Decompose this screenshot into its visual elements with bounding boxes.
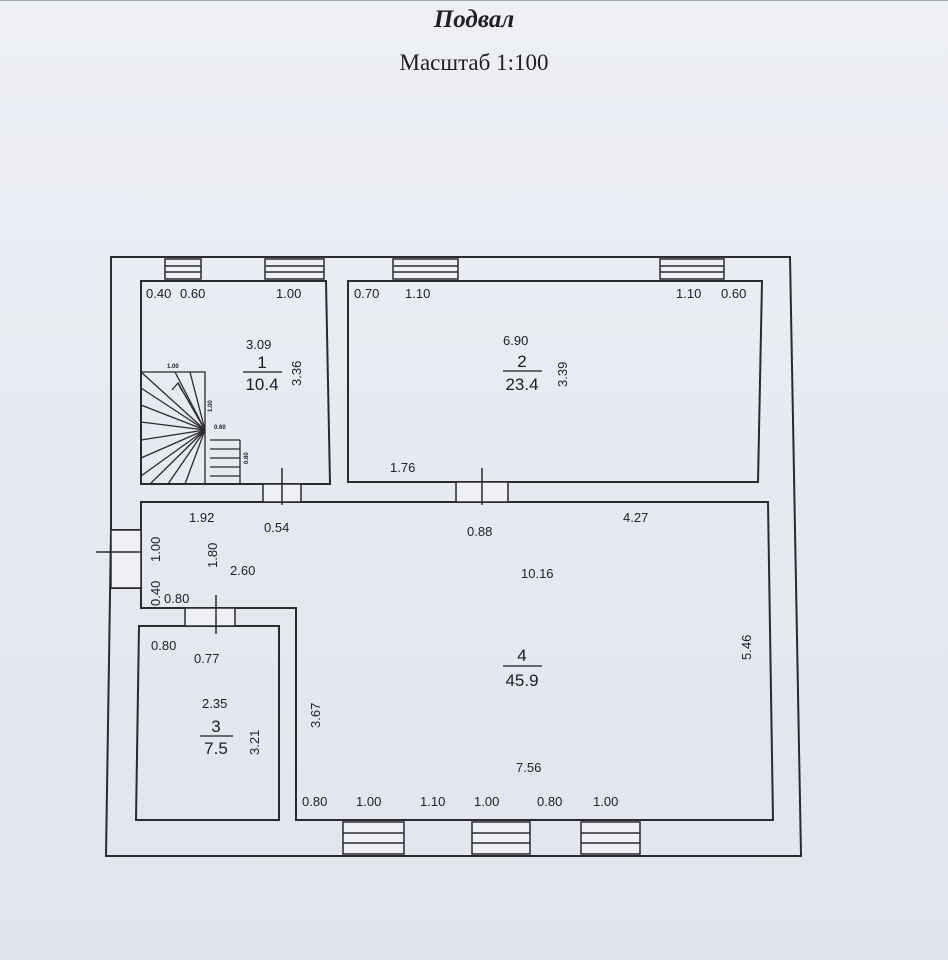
room-2-area: 23.4 — [505, 375, 538, 394]
room-2-depth: 3.39 — [555, 362, 570, 387]
room-2-width: 6.90 — [503, 333, 528, 348]
dim-r3-door: 0.77 — [194, 651, 219, 666]
room-4-number: 4 — [517, 646, 526, 665]
dim-side-wall-h: 0.80 — [164, 591, 189, 606]
plan-title: Подвал — [433, 6, 515, 33]
window-bottom-1 — [342, 821, 405, 855]
dim-side-door: 1.00 — [148, 537, 163, 562]
window-bottom-3 — [580, 821, 641, 855]
dim-hall-top: 1.92 — [189, 510, 214, 525]
dim-r2-left-wall: 0.70 — [354, 286, 379, 301]
window-top-1 — [164, 258, 202, 280]
dim-door-2: 0.88 — [467, 524, 492, 539]
outer-wall — [104, 256, 803, 857]
room-1-outline — [140, 280, 332, 485]
room-2-outline — [347, 280, 764, 483]
dim-door-1: 0.54 — [264, 520, 289, 535]
room-3-number: 3 — [211, 717, 220, 736]
dim-r4-top-right: 4.27 — [623, 510, 648, 525]
door-room-3 — [184, 595, 236, 634]
window-bottom-2 — [471, 821, 531, 855]
room-4-outline — [140, 501, 775, 821]
door-room-1 — [262, 468, 302, 505]
dim-r2-right-window: 1.10 — [676, 286, 701, 301]
stair-dim-c: 0.60 — [214, 425, 226, 431]
door-side — [96, 529, 142, 589]
dim-hall-depth: 1.80 — [205, 543, 220, 568]
room-3-area: 7.5 — [204, 739, 228, 758]
dim-r2-bottom: 1.76 — [390, 460, 415, 475]
room-4-width: 10.16 — [521, 566, 554, 581]
room-3-width: 2.35 — [202, 696, 227, 711]
dim-bottom-5: 0.80 — [537, 794, 562, 809]
dim-bottom-1: 0.80 — [302, 794, 327, 809]
dim-r3-left: 0.80 — [151, 638, 176, 653]
room-2-label: 2 23.4 — [503, 352, 542, 394]
dim-side-wall: 0.40 — [148, 581, 163, 606]
room-1-area: 10.4 — [245, 375, 278, 394]
room-1-number: 1 — [257, 353, 266, 372]
dim-r4-inner-depth: 3.67 — [308, 703, 323, 728]
room-1-width: 3.09 — [246, 337, 271, 352]
dim-r1-left-wall: 0.40 — [146, 286, 171, 301]
stair-dim-b: 1.00 — [208, 400, 214, 412]
dim-bottom-4: 1.00 — [474, 794, 499, 809]
dim-bottom-6: 1.00 — [593, 794, 618, 809]
dim-r1-top-window: 1.00 — [276, 286, 301, 301]
room-4-area: 45.9 — [505, 671, 538, 690]
window-top-4 — [659, 258, 725, 280]
room-4-depth: 5.46 — [739, 635, 754, 660]
room-1-label: 1 10.4 — [243, 353, 282, 394]
plan-scale: Масштаб 1:100 — [399, 50, 549, 75]
dim-hall-width: 2.60 — [230, 563, 255, 578]
stair-icon — [140, 371, 241, 485]
dim-r2-right-wall: 0.60 — [721, 286, 746, 301]
dim-r2-left-window: 1.10 — [405, 286, 430, 301]
stair-dim-a: 1.00 — [167, 364, 179, 370]
window-top-3 — [392, 258, 459, 280]
room-4-label: 4 45.9 — [503, 646, 542, 690]
dim-r4-bottom: 7.56 — [516, 760, 541, 775]
room-2-number: 2 — [517, 352, 526, 371]
dim-bottom-3: 1.10 — [420, 794, 445, 809]
door-room-2 — [455, 468, 509, 505]
room-1-depth: 3.36 — [289, 361, 304, 386]
room-3-label: 3 7.5 — [200, 717, 233, 758]
dim-r1-left-window: 0.60 — [180, 286, 205, 301]
room-3-depth: 3.21 — [247, 730, 262, 755]
window-top-2 — [264, 258, 325, 280]
sheet-top-rule — [0, 0, 948, 1]
stair-dim-d: 0.80 — [244, 452, 250, 464]
dim-bottom-2: 1.00 — [356, 794, 381, 809]
